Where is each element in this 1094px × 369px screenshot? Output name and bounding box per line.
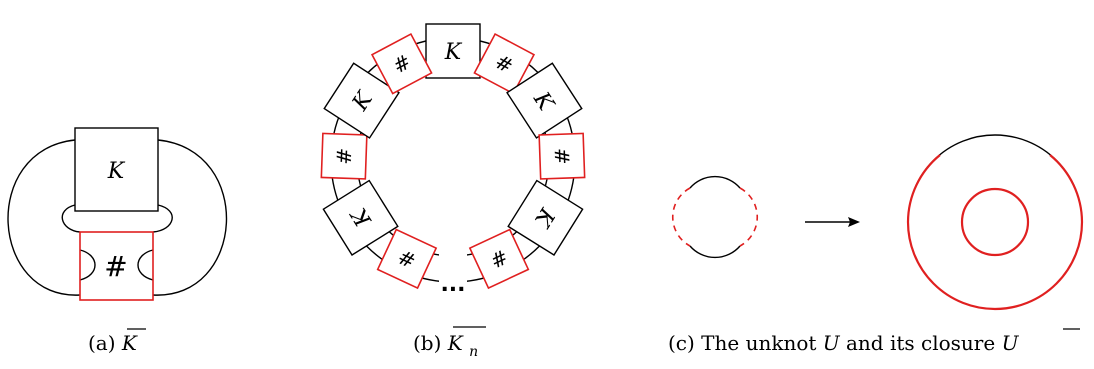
panel-b-caption-subscript: n [469, 344, 478, 360]
panel-b-sum-box: # [376, 228, 438, 290]
panel-b-knot-box-frame [323, 62, 400, 139]
panel-b-sum-symbol: # [550, 147, 575, 165]
panel-c-caption-mid: and its closure [846, 331, 1002, 355]
panel-a-caption: (a) K [88, 331, 138, 355]
panel-c-caption: (c) The unknot U and its closure U [668, 331, 1020, 355]
panel-b-knot-box: K [323, 62, 400, 139]
panel-a-sum-box [79, 231, 154, 301]
panel-a-inner-left-lobe [61, 204, 81, 233]
panel-b-sum-box: # [468, 228, 530, 290]
panel-b-sum-box-frame [320, 132, 368, 180]
panel-b-sum-symbol: # [332, 147, 357, 165]
panel-b-knot-box-frame [507, 179, 584, 256]
panel-c-unknot-left-dashed [672, 187, 691, 247]
panel-b: K#K#K##K#K# ... (b) K n [320, 23, 586, 360]
panel-b-sum-box-frame [538, 132, 586, 180]
panel-c-closure-outer-left [906, 154, 941, 223]
panel-b-ellipsis-gap [439, 248, 467, 288]
panel-b-ellipsis: ... [440, 272, 465, 297]
panel-a-lower-left-lobe [79, 249, 96, 281]
panel-b-sum-box-frame [370, 32, 433, 95]
panel-c: (c) The unknot U and its closure U [668, 134, 1084, 355]
panel-c-closure-inner [960, 187, 1030, 257]
panel-c-unknot-bottom-arc [689, 245, 741, 259]
panel-b-caption-prefix: (b) [413, 331, 441, 355]
panel-c-closure-outer-top [907, 134, 1083, 223]
panel-c-closure-outer-arc [906, 221, 1084, 311]
panel-b-knot-box-frame [425, 23, 481, 79]
panel-c-arrow-head [848, 217, 860, 227]
panel-b-knot-box-frame [506, 62, 583, 139]
panel-b-sum-box: # [473, 32, 536, 95]
panel-b-sum-box: # [538, 132, 586, 180]
panel-c-unknot-top-arc [689, 175, 741, 189]
panel-c-closure-outer-right [1049, 154, 1084, 223]
panel-a-knot-label: K [107, 159, 126, 184]
panel-a-caption-prefix: (a) [88, 331, 116, 355]
panel-b-sum-box-frame [468, 228, 530, 290]
panel-b-boxes: K#K#K##K#K# [320, 23, 586, 290]
panel-c-caption-symbol: U [823, 331, 841, 355]
panel-a-lower-right-lobe [137, 249, 154, 281]
panel-c-caption-closure-symbol: U [1002, 331, 1020, 355]
panel-a-caption-symbol: K [121, 331, 138, 355]
panel-c-unknot-right-dashed [739, 187, 758, 247]
panel-b-sum-box-frame [473, 32, 536, 95]
panel-a-right-arc [152, 139, 228, 296]
panel-b-caption: (b) K n [413, 331, 478, 360]
panel-b-knot-box: K [425, 23, 481, 79]
panel-b-sum-box: # [320, 132, 368, 180]
panel-a: K # (a) K [7, 127, 228, 355]
panel-c-caption-text: (c) The unknot [668, 331, 823, 355]
panel-b-knot-label: K [444, 40, 463, 65]
panel-b-knot-box: K [322, 179, 399, 256]
panel-b-sum-box-frame [376, 228, 438, 290]
panel-a-inner-right-lobe [152, 204, 173, 233]
panel-a-left-arc [7, 139, 81, 296]
panel-b-knot-box: K [506, 62, 583, 139]
panel-b-knot-box-frame [322, 179, 399, 256]
panel-b-knot-box: K [507, 179, 584, 256]
panel-b-sum-box: # [370, 32, 433, 95]
panel-a-knot-box [74, 127, 159, 212]
panel-b-caption-symbol: K [447, 331, 464, 355]
panel-a-sum-symbol: # [104, 250, 127, 283]
